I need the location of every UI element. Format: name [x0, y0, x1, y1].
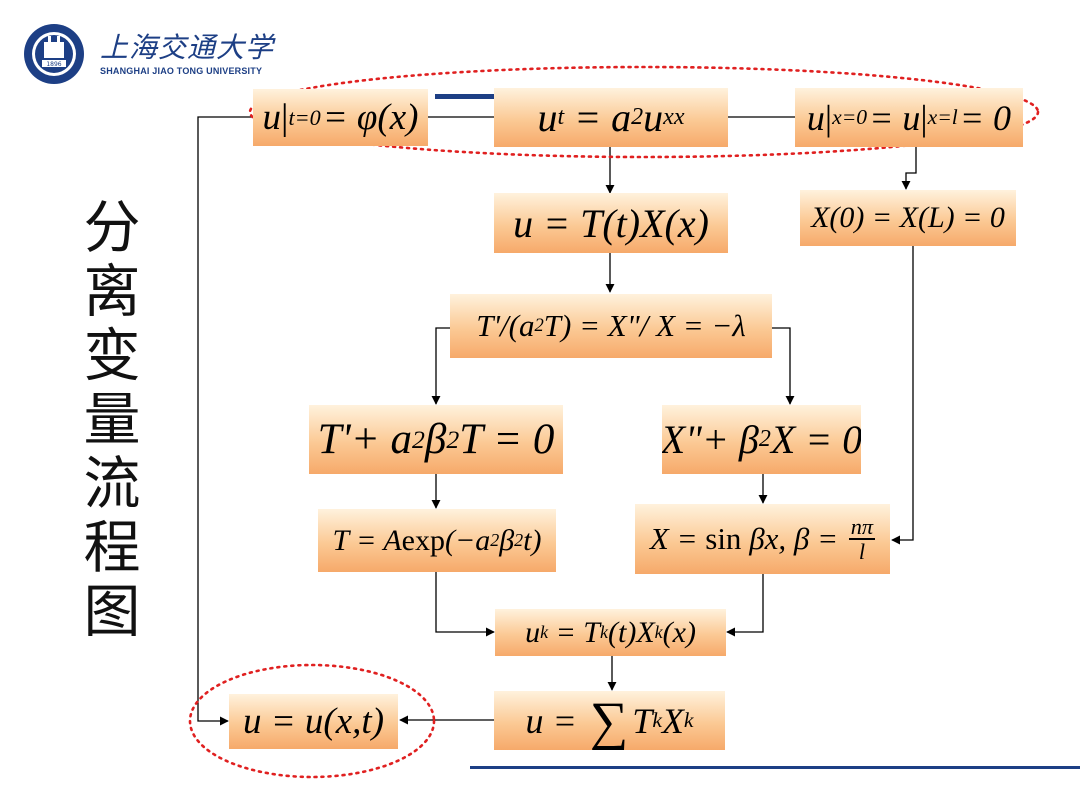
title-char: 量	[83, 387, 141, 453]
link-lambda-odex	[772, 327, 795, 405]
title-char: 离	[83, 259, 141, 325]
title-char: 程	[83, 515, 141, 581]
n-pi-over-l-fraction: nπ l	[848, 513, 876, 564]
footer-bar	[470, 766, 1080, 769]
emblem-year: 1896	[46, 61, 61, 68]
link-solt-product	[435, 572, 495, 637]
title-char: 流	[83, 451, 141, 517]
link-initial-final	[197, 116, 253, 726]
university-emblem-icon: 1896	[24, 24, 84, 84]
page-title: 分离变量流程图	[72, 196, 152, 644]
solution-x-box: X = sin βx, β = nπ l	[635, 504, 890, 574]
university-name-cn: 上海交通大学	[100, 31, 275, 64]
title-char: 图	[83, 579, 141, 645]
link-lambda-odet	[431, 327, 450, 405]
highlight-ellipse-top	[248, 65, 1040, 159]
initial-condition-box: u |t=0 = φ(x)	[253, 89, 428, 146]
title-char: 变	[83, 323, 141, 389]
link-solx-product	[726, 574, 764, 637]
link-bx-solx	[891, 246, 914, 545]
highlight-ellipse-final	[188, 663, 436, 779]
boundary-condition-box: u |x=0 = u |x=l = 0	[795, 88, 1023, 147]
university-name-en: SHANGHAI JIAO TONG UNIVERSITY	[100, 66, 263, 76]
boundary-x-box: X(0) = X(L) = 0	[800, 190, 1016, 246]
separation-box: u = T(t)X(x)	[494, 193, 728, 253]
link-boundary-bx	[901, 147, 917, 190]
final-solution-box: u = u(x,t)	[229, 694, 398, 749]
title-char: 分	[83, 195, 141, 261]
